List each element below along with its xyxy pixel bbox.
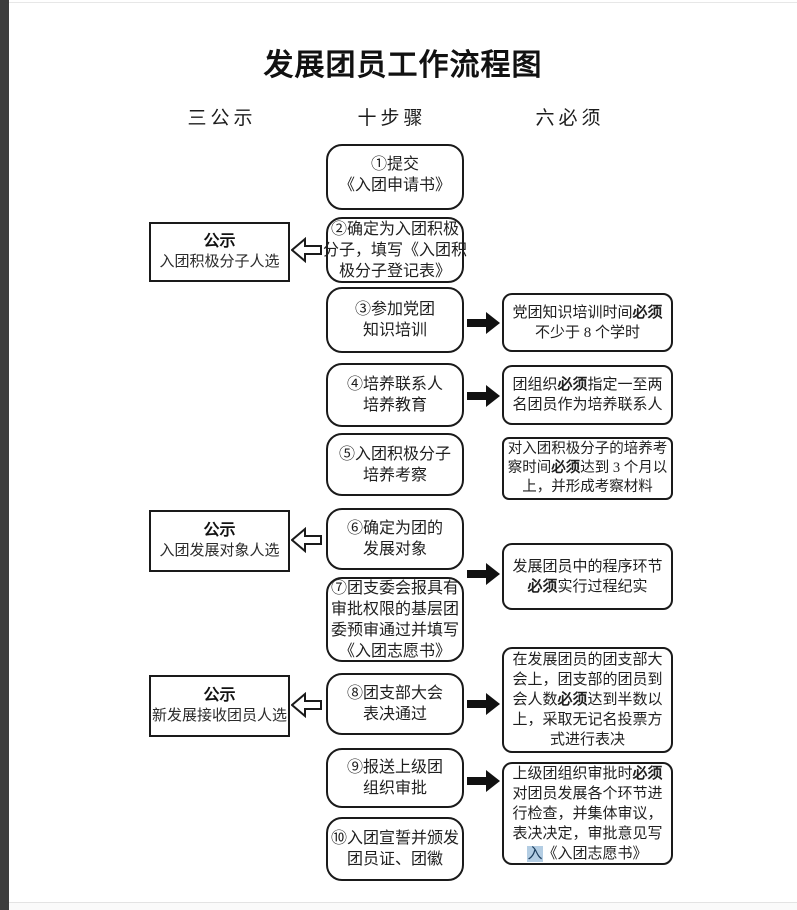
arrow-left-icon — [290, 236, 322, 268]
notice-subtitle: 入团积极分子人选 — [159, 254, 280, 270]
page-left-edge — [0, 0, 9, 910]
step-box-7: ⑦团支委会报具有审批权限的基层团委预审通过并填写《入团志愿书》 — [326, 577, 464, 662]
step-box-10: ⑩入团宣誓并颁发团员证、团徽 — [326, 817, 464, 881]
page-title: 发展团员工作流程图 — [263, 49, 543, 82]
arrow-right-icon — [467, 383, 501, 414]
arrow-right-icon — [467, 310, 501, 341]
arrow-right-icon — [467, 691, 501, 722]
notice-box-1: 公示 入团积极分子人选 — [149, 222, 290, 282]
notice-title: 公示 — [203, 522, 236, 539]
notice-subtitle: 入团发展对象人选 — [159, 543, 280, 559]
notice-title: 公示 — [203, 687, 236, 704]
step-box-5: ⑤入团积极分子培养考察 — [326, 433, 464, 496]
notice-subtitle: 新发展接收团员人选 — [151, 708, 287, 724]
page-bottom-border — [9, 902, 797, 903]
must-box-3: 对入团积极分子的培养考察时间必须达到 3 个月以上，并形成考察材料 — [502, 437, 673, 500]
arrow-right-icon — [467, 561, 501, 592]
step-box-1: ①提交《入团申请书》 — [326, 144, 464, 210]
step-box-6: ⑥确定为团的发展对象 — [326, 508, 464, 570]
step-box-8: ⑧团支部大会表决通过 — [326, 673, 464, 735]
column-header-musts: 六必须 — [535, 108, 605, 129]
must-box-4: 发展团员中的程序环节必须实行过程纪实 — [502, 543, 673, 610]
arrow-left-icon — [290, 691, 322, 723]
step-box-2: ②确定为入团积极分子，填写《入团积极分子登记表》 — [323, 217, 467, 283]
arrow-left-icon — [290, 526, 322, 558]
must-box-1: 党团知识培训时间必须不少于 8 个学时 — [502, 293, 673, 352]
column-header-notices: 三公示 — [187, 108, 257, 129]
notice-title: 公示 — [203, 233, 236, 250]
notice-box-3: 公示 新发展接收团员人选 — [149, 675, 290, 737]
must-box-2: 团组织必须指定一至两名团员作为培养联系人 — [502, 365, 673, 425]
step-box-4: ④培养联系人培养教育 — [326, 363, 464, 427]
page-bottom-strip — [9, 903, 797, 910]
arrow-right-icon — [467, 768, 501, 799]
page-top-border — [9, 2, 797, 3]
step-box-9: ⑨报送上级团组织审批 — [326, 748, 464, 808]
step-box-3: ③参加党团知识培训 — [326, 287, 464, 353]
column-header-steps: 十步骤 — [357, 108, 427, 129]
notice-box-2: 公示 入团发展对象人选 — [149, 510, 290, 572]
must-box-5: 在发展团员的团支部大会上，团支部的团员到会人数必须达到半数以上，采取无记名投票方… — [502, 647, 673, 753]
must-box-6: 上级团组织审批时必须对团员发展各个环节进行检查，并集体审议，表决决定，审批意见写… — [502, 762, 673, 865]
